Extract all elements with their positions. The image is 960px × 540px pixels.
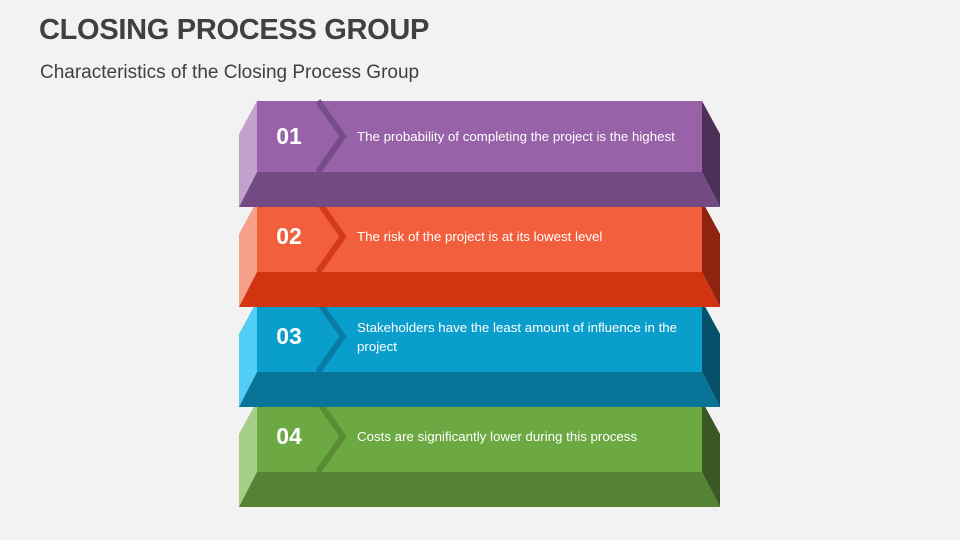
step-number: 02 xyxy=(276,222,302,249)
step-description: The probability of completing the projec… xyxy=(357,101,692,172)
step-block-4: 04 Costs are significantly lower during … xyxy=(239,399,720,507)
step-description-text: The risk of the project is at its lowest… xyxy=(357,229,603,244)
slide-title: CLOSING PROCESS GROUP xyxy=(39,14,430,46)
beveled-box-shape xyxy=(239,299,720,407)
step-number: 04 xyxy=(276,422,302,449)
step-description: Costs are significantly lower during thi… xyxy=(357,401,692,472)
beveled-box-shape xyxy=(239,99,720,207)
step-block-3: 03 Stakeholders have the least amount of… xyxy=(239,299,720,407)
step-description: The risk of the project is at its lowest… xyxy=(357,201,692,272)
step-block-2: 02 The risk of the project is at its low… xyxy=(239,199,720,307)
beveled-box-shape xyxy=(239,399,720,507)
step-number: 03 xyxy=(276,322,302,349)
beveled-box-shape xyxy=(239,199,720,307)
step-description-text: The probability of completing the projec… xyxy=(357,129,675,144)
step-description-text: Costs are significantly lower during thi… xyxy=(357,429,638,444)
step-block-1: 01 The probability of completing the pro… xyxy=(239,99,720,207)
step-number: 01 xyxy=(276,122,302,149)
step-description: Stakeholders have the least amount of in… xyxy=(357,301,692,372)
step-description-text: Stakeholders have the least amount of in… xyxy=(357,319,678,354)
slide-subtitle: Characteristics of the Closing Process G… xyxy=(40,62,420,83)
